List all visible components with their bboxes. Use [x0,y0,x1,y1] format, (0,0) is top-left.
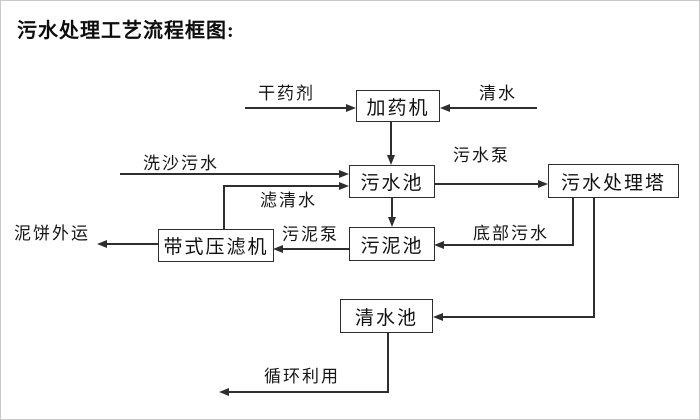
line-sewage-pool-to-sludge-pool [391,197,393,218]
node-sludge-pool: 污泥池 [349,227,435,261]
line-tower-to-clean-pool-drop [593,197,595,318]
node-clean-water-pool: 清水池 [340,299,433,333]
arrowhead-mud-cake-icon [97,240,107,248]
arrowhead-into-clean-pool-icon [433,313,443,321]
line-dosing-to-sewage-pool [390,122,392,156]
line-dry-chemical-in [245,107,347,109]
line-recycle-out [229,391,389,393]
label-sludge-pump: 污泥泵 [282,225,339,244]
line-sludge-pump-to-press [283,248,349,250]
line-mud-cake-out [107,243,159,245]
line-sewage-pump-to-tower [434,183,539,185]
label-sand-washing-sewage: 洗沙污水 [143,154,219,173]
label-dry-chemical: 干药剂 [258,84,315,103]
arrowhead-to-sludge-pool-icon [388,217,396,227]
arrowhead-dosing-down-icon [387,155,395,165]
node-sewage-pool: 污水池 [349,165,435,198]
node-treatment-tower: 污水处理塔 [548,164,679,198]
label-clean-water: 清水 [479,84,517,103]
arrowhead-recycle-icon [219,388,229,396]
label-recycle-use: 循环利用 [264,367,340,386]
line-clean-water-in [450,107,537,109]
line-filtered-water-riser [223,185,225,230]
node-dosing-machine: 加药机 [356,90,440,122]
arrowhead-sludge-pump-icon [273,245,283,253]
arrowhead-dry-chemical-icon [346,104,356,112]
page-title: 污水处理工艺流程框图: [17,20,235,42]
arrowhead-filtered-water-icon [339,182,349,190]
label-bottom-sewage: 底部污水 [473,224,549,243]
line-clean-pool-down [387,332,389,393]
label-filtered-water: 滤清水 [260,191,317,210]
line-into-clean-pool [443,316,595,318]
line-bottom-sewage-to-sludge-pool [444,244,574,246]
arrowhead-sewage-pump-icon [538,180,548,188]
arrowhead-bottom-sewage-icon [434,241,444,249]
arrowhead-sand-washing-icon [339,170,349,178]
arrowhead-clean-water-icon [440,104,450,112]
label-mud-cake-out: 泥饼外运 [14,224,90,243]
node-belt-filter-press: 带式压滤机 [158,229,274,262]
line-filtered-water-in [223,185,340,187]
line-tower-bottom-drop [572,197,574,246]
label-sewage-pump: 污水泵 [453,146,510,165]
line-sand-washing-in [120,173,340,175]
